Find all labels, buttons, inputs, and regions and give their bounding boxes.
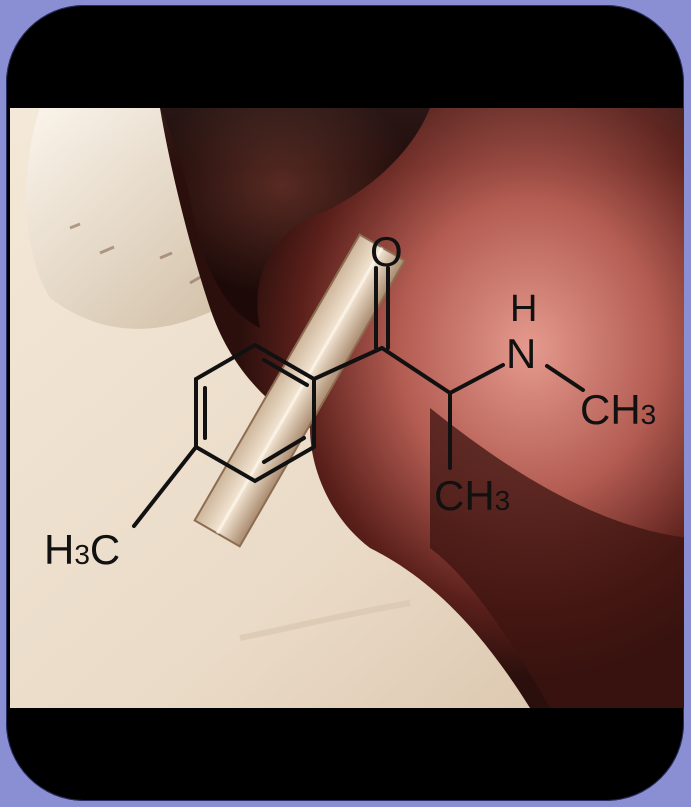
rounded-black-frame: O H N CH3 CH3 H3C <box>6 5 684 801</box>
ring-methyl-label: H3C <box>44 526 121 573</box>
hair-shape <box>160 108 430 328</box>
oxygen-label: O <box>370 228 403 275</box>
photo-illustration <box>10 108 684 708</box>
straw <box>193 233 407 548</box>
photo-scene: O H N CH3 CH3 H3C <box>10 108 684 708</box>
alpha-methyl-label: CH3 <box>434 472 511 519</box>
n-methyl-label: CH3 <box>580 386 657 433</box>
nh-n-label: N <box>506 330 537 377</box>
nh-h-label: H <box>510 288 538 330</box>
molecular-structure <box>132 266 585 528</box>
